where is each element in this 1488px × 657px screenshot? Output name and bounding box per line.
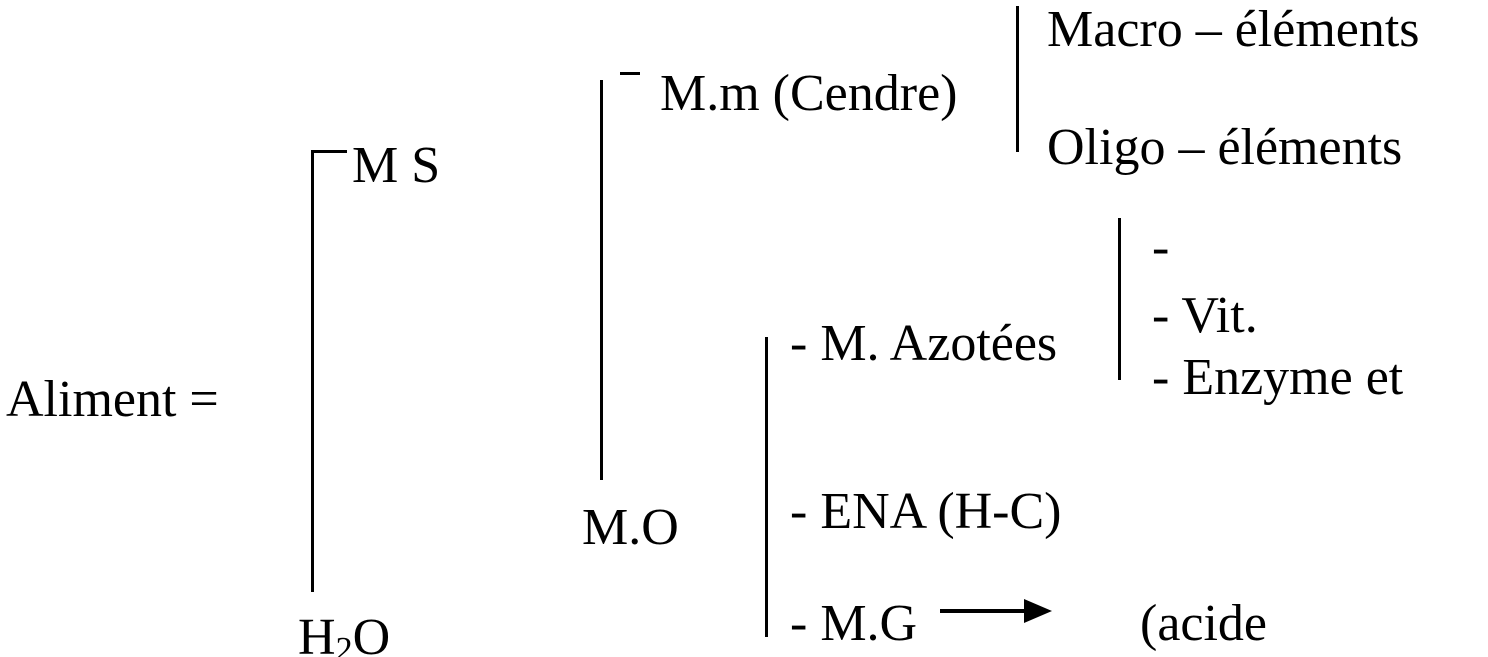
- bracket-mm-mo-vertical: [600, 80, 603, 480]
- bracket-organic-vertical: [765, 337, 768, 637]
- mo-label: M.O: [582, 499, 679, 556]
- bracket-azotees-vertical: [1118, 218, 1121, 380]
- aliment-label: Aliment =: [6, 371, 219, 428]
- ms-label: M S: [352, 137, 441, 194]
- water-label: H2O: [298, 612, 390, 657]
- bracket-ms-tick: [311, 150, 347, 153]
- water-subscript: 2: [335, 631, 353, 657]
- ena-label: - ENA (H-C): [790, 483, 1062, 540]
- azotees-item-1: -: [1152, 219, 1170, 276]
- oligo-elements-label: Oligo – éléments: [1047, 119, 1403, 176]
- m-azotees-label: - M. Azotées: [790, 315, 1058, 372]
- mm-cendre-label: M.m (Cendre): [660, 65, 958, 122]
- macro-elements-label: Macro – éléments: [1047, 1, 1420, 58]
- mg-arrow-icon: [940, 599, 1052, 623]
- water-base: H: [298, 609, 336, 657]
- bracket-ms-h2o-vertical: [311, 150, 314, 592]
- azotees-item-enzyme: - Enzyme et: [1152, 349, 1404, 406]
- azotees-item-vit: - Vit.: [1152, 287, 1258, 344]
- water-tail: O: [352, 609, 391, 657]
- bracket-minerals-vertical: [1016, 6, 1019, 152]
- acide-label: (acide: [1140, 595, 1268, 652]
- bracket-mm-tick: [620, 72, 640, 75]
- mg-label: - M.G: [790, 595, 918, 652]
